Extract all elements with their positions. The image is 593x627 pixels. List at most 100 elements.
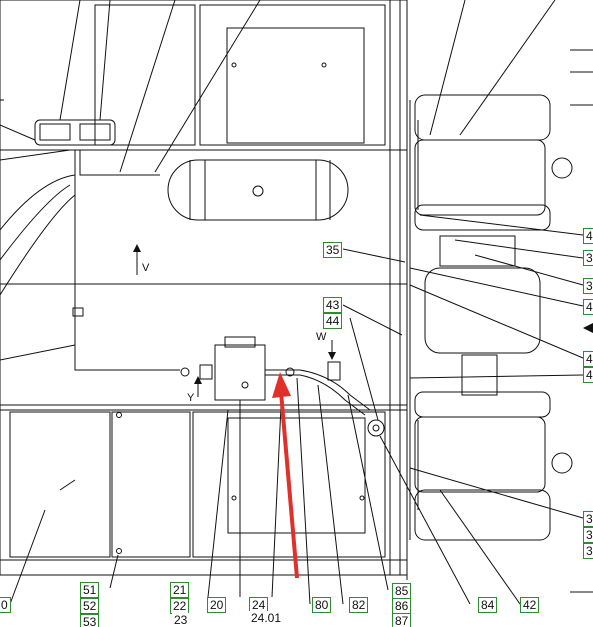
callout-43: 43 [323, 297, 343, 313]
tire-lower [414, 416, 546, 493]
leader-r4b [409, 267, 584, 307]
leader-85 [347, 394, 389, 591]
lower-panel [227, 417, 366, 534]
air-line-left-1 [0, 174, 76, 231]
callout-21: 21 [170, 582, 190, 598]
leader-top-1 [429, 0, 466, 136]
upper-compartment-left [94, 4, 196, 146]
callout-right-4d: 4 [583, 367, 593, 383]
leader-r4d [409, 374, 584, 379]
leader-tank-1 [119, 0, 176, 173]
leader-top-2 [459, 0, 556, 136]
leader-r3c [409, 467, 584, 519]
upper-panel [226, 27, 365, 144]
leader-valve-2 [59, 0, 81, 121]
callout-84: 84 [478, 597, 498, 613]
callout-82: 82 [349, 597, 369, 613]
gauge-84 [367, 419, 385, 437]
upper-compartment-right [199, 4, 386, 146]
differential [424, 267, 541, 354]
leader-r3a [454, 239, 584, 259]
callout-86: 86 [392, 598, 412, 614]
leader-valve-1 [99, 0, 111, 121]
air-line-left-5 [0, 344, 76, 361]
callout-35: 35 [323, 242, 343, 258]
tire-upper-top [414, 94, 551, 141]
gauge-84-center [372, 424, 380, 432]
leader-21 [207, 409, 229, 598]
callout-24-01: 24.01 [249, 611, 284, 625]
panel-bolt [231, 495, 237, 501]
valve-82 [327, 361, 341, 381]
pointer-arrow-shaft [279, 391, 299, 579]
pointer-arrow-head [272, 372, 291, 398]
callout-right-3e: 3 [583, 543, 593, 559]
tank-port [252, 185, 264, 197]
direction-label-y: Y [187, 392, 195, 404]
dryer-unit [214, 344, 266, 401]
diff-top [439, 235, 516, 267]
leader-arrow-lower [59, 479, 76, 491]
leader-51 [109, 554, 119, 589]
leader-80 [296, 377, 311, 605]
axle-shaft [461, 354, 498, 396]
valve-block [34, 119, 116, 146]
arrow-w-head [328, 352, 336, 360]
callout-right-4a: 4 [583, 228, 593, 244]
valve-block-cell [79, 123, 111, 141]
leader-35 [342, 248, 406, 263]
direction-label-w: W [316, 331, 327, 343]
callout-22: 22 [170, 598, 190, 614]
dryer-outlet-line-2 [265, 374, 366, 416]
leader-left-valve [0, 124, 36, 141]
leader-43 [342, 304, 403, 336]
callout-80: 80 [312, 597, 332, 613]
leader-42 [439, 489, 521, 605]
callout-44: 44 [323, 313, 343, 329]
lower-compartment-2 [111, 411, 191, 558]
panel-bolt [116, 548, 122, 554]
callout-right-3b: 3 [583, 278, 593, 294]
leader-r3b [474, 254, 584, 286]
leader-44 [349, 317, 379, 421]
arrow-v-head [133, 244, 141, 252]
dryer-cap [224, 336, 256, 348]
callout-87: 87 [392, 613, 412, 627]
callout-right-3d: 3 [583, 527, 593, 543]
callout-right-4c: 4 [583, 351, 593, 367]
callout-85: 85 [392, 583, 412, 599]
direction-label-v: V [142, 262, 150, 274]
leader-tank-2 [154, 0, 261, 173]
pointer-arrow [272, 372, 299, 579]
callout-0: 0 [0, 597, 11, 613]
arrow-right-head [583, 323, 593, 333]
fitting-y [199, 364, 213, 380]
leader-0 [9, 509, 46, 605]
arrow-y-head [194, 376, 202, 384]
leader-r4c [409, 284, 584, 359]
lower-compartment-1 [9, 411, 111, 558]
callout-20: 20 [207, 597, 227, 613]
wheel-hub-upper [551, 157, 573, 179]
panel-bolt [116, 412, 122, 418]
air-line-left-3 [0, 194, 76, 296]
callout-51: 51 [80, 582, 100, 598]
air-tank [167, 159, 349, 221]
dryer-fitting [241, 381, 249, 389]
line-clamp [72, 307, 84, 317]
tire-upper [414, 139, 546, 216]
panel-bolt [359, 495, 365, 501]
callout-53: 53 [80, 614, 100, 627]
valve-block-cell [39, 123, 71, 141]
fitting-80 [285, 367, 295, 377]
air-line-left-4 [0, 149, 71, 161]
leader-24 [271, 384, 283, 598]
callout-right-4b: 4 [583, 299, 593, 315]
air-line-tank [79, 150, 160, 176]
tire-lower-top [414, 391, 551, 418]
tire-lower-bottom [414, 489, 551, 541]
wheel-hub-lower [551, 452, 573, 474]
panel-bolt [321, 62, 327, 68]
